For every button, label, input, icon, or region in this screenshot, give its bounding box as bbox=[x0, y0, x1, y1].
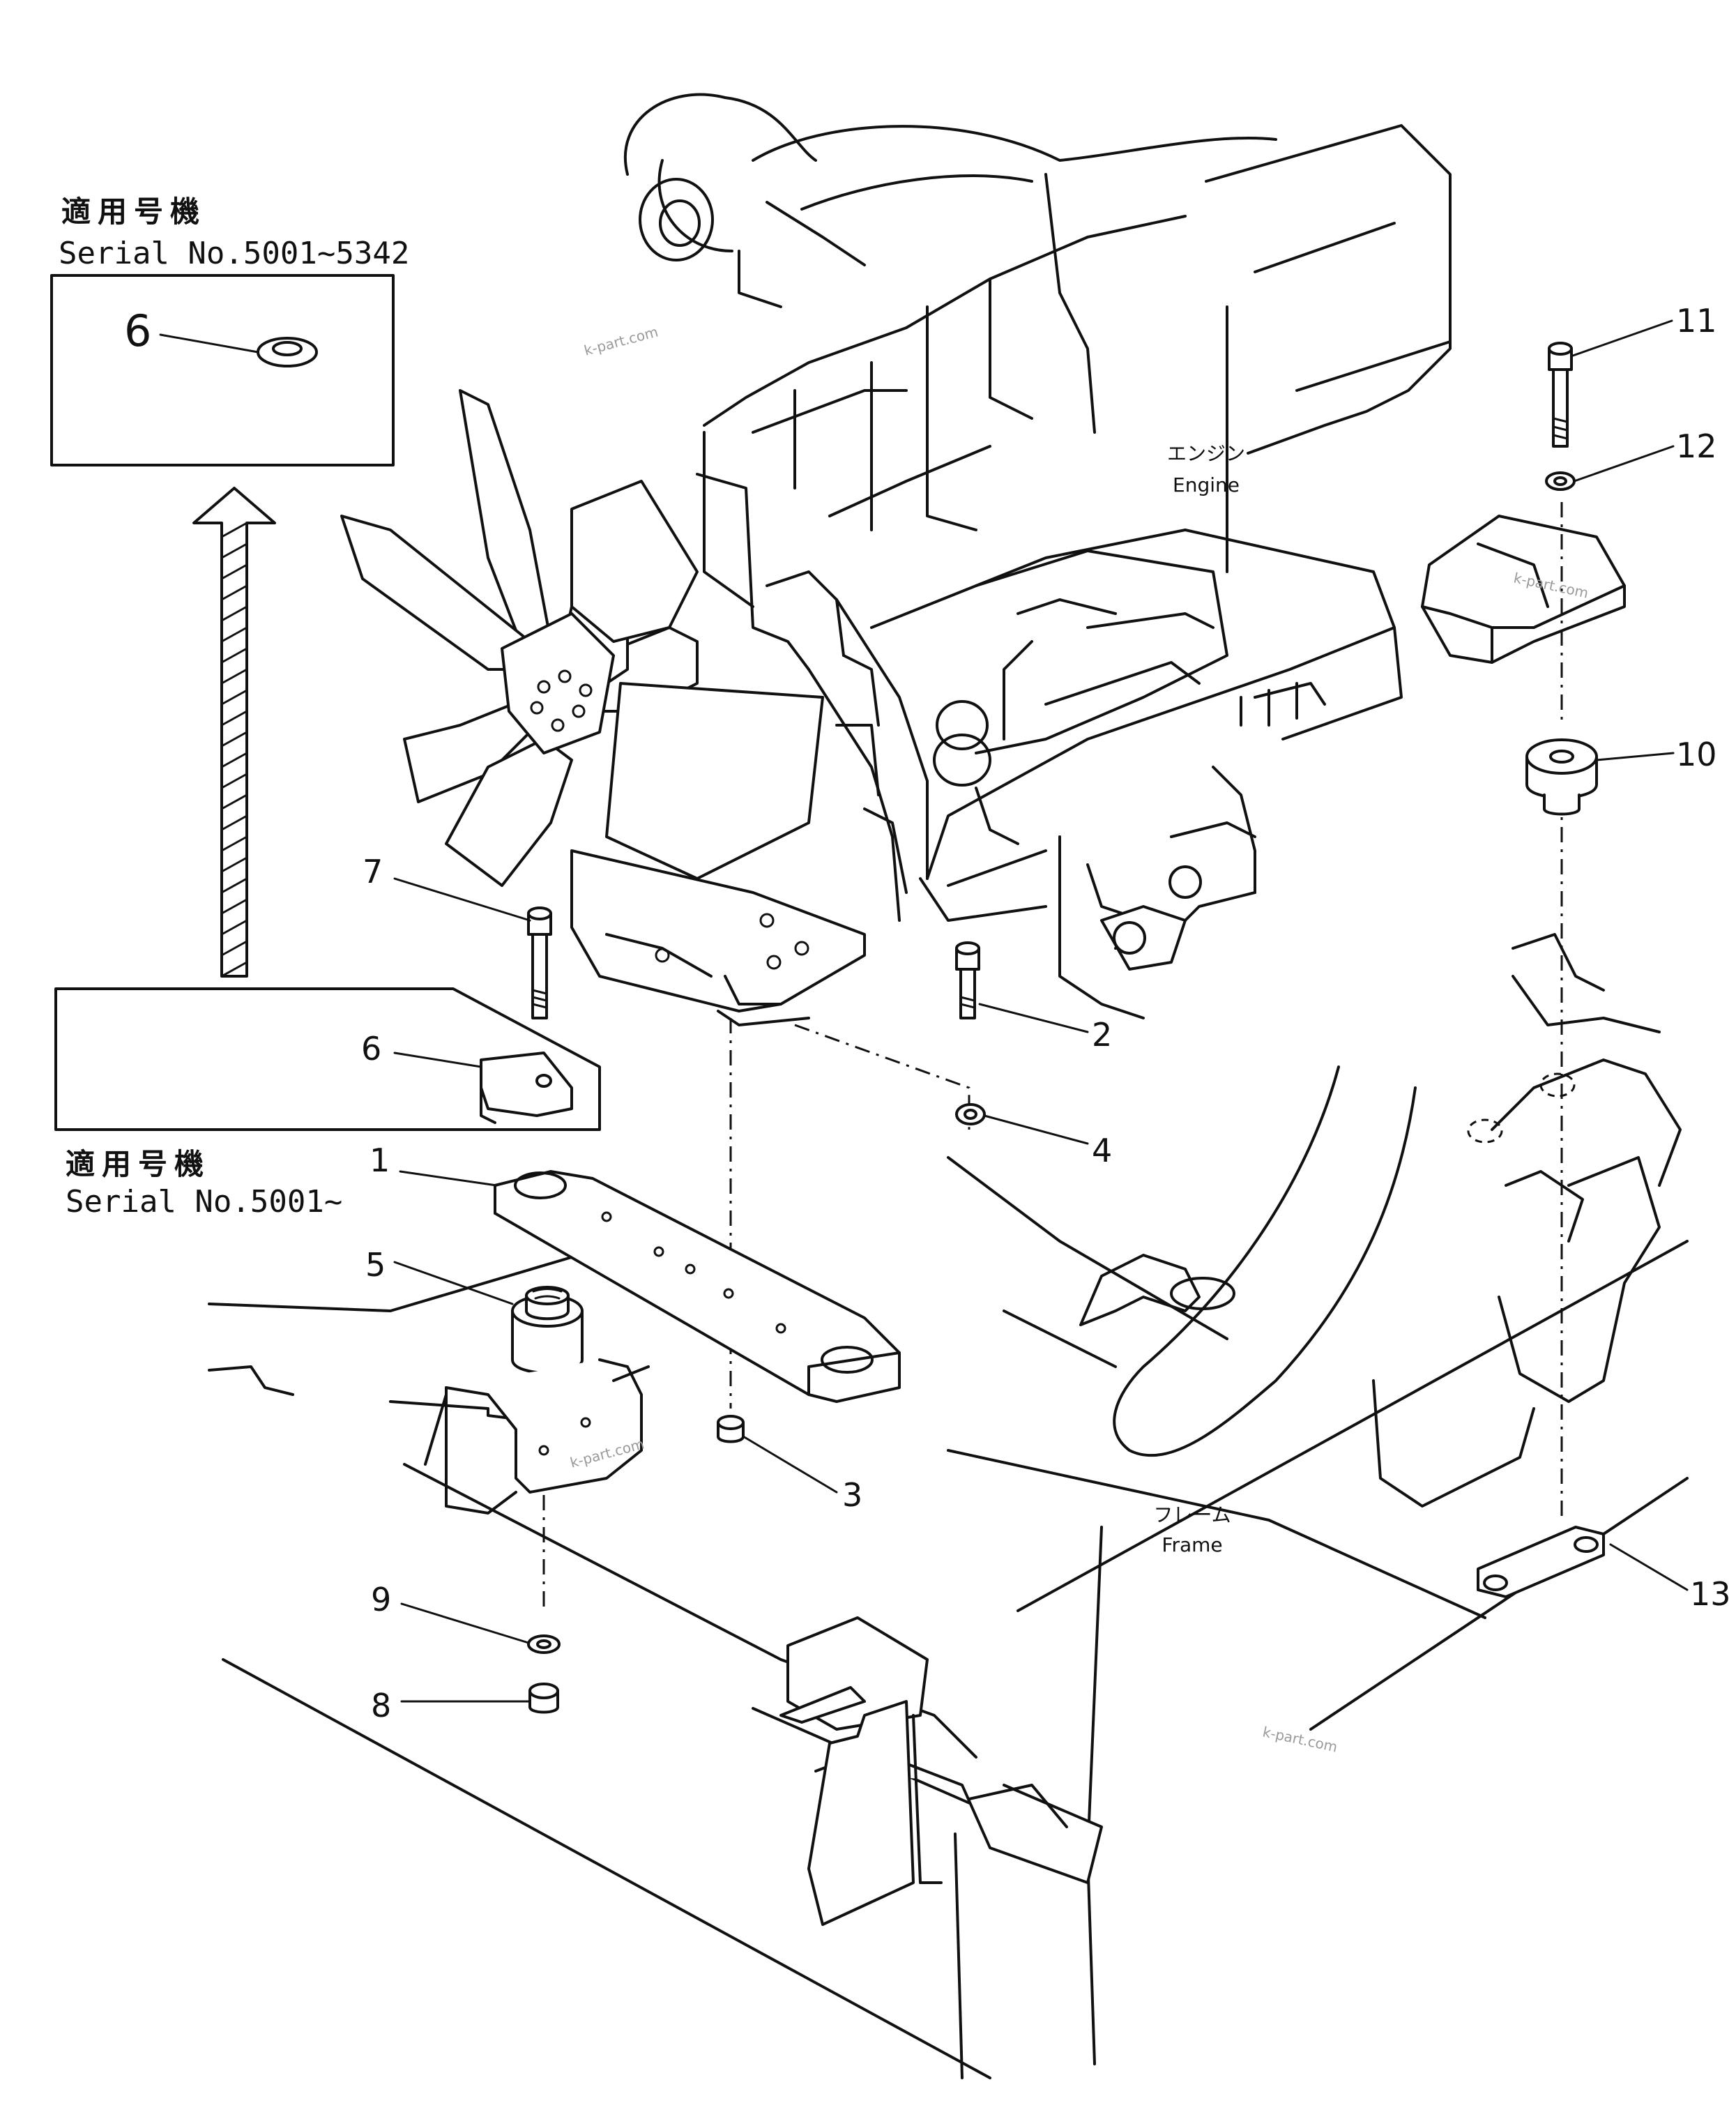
watermark-4: k-part.com bbox=[1261, 1723, 1339, 1755]
callout-2: 2 bbox=[1092, 1016, 1112, 1054]
part-13-plate bbox=[1477, 1526, 1605, 1598]
part-9-washer bbox=[527, 1634, 561, 1654]
callout-1: 1 bbox=[370, 1141, 390, 1179]
frame-outline bbox=[208, 1240, 1689, 2079]
part-12-washer bbox=[1545, 471, 1576, 491]
inset-bottom-serial: Serial No.5001~ bbox=[66, 1184, 342, 1220]
part-4-washer bbox=[955, 1103, 986, 1125]
up-arrow-icon bbox=[192, 487, 276, 978]
engine-label-jp: エンジン bbox=[1167, 442, 1245, 465]
part-7-bolt bbox=[527, 906, 552, 1019]
cooling-fan bbox=[340, 389, 824, 887]
frame-label-en: Frame bbox=[1162, 1533, 1222, 1556]
right-engine-bracket bbox=[1421, 515, 1626, 664]
callout-12: 12 bbox=[1676, 427, 1717, 465]
inset-bottom-part-number: 6 bbox=[361, 1030, 381, 1068]
callout-9: 9 bbox=[371, 1581, 391, 1618]
part-5-rubber-mount bbox=[511, 1286, 584, 1374]
inset-top: 適用号機 Serial No.5001~5342 6 bbox=[50, 195, 409, 466]
inset-top-heading: 適用号機 bbox=[61, 195, 206, 229]
engine-block bbox=[623, 93, 1452, 1019]
frame-curved-member bbox=[947, 933, 1682, 1508]
inset-top-part-number: 6 bbox=[124, 305, 151, 356]
part-8-nut bbox=[528, 1683, 559, 1714]
lower-left-mount-seat bbox=[445, 1358, 650, 1515]
frame-label-jp: フレーム bbox=[1153, 1503, 1231, 1526]
callout-7: 7 bbox=[363, 853, 383, 890]
inset-bottom: 6 適用号機 Serial No.5001~ bbox=[54, 987, 601, 1220]
inset-top-serial: Serial No.5001~5342 bbox=[59, 236, 409, 271]
watermark-1: k-part.com bbox=[582, 323, 660, 358]
callout-10: 10 bbox=[1676, 736, 1717, 773]
leader-lines bbox=[159, 319, 1689, 1703]
part-11-bolt bbox=[1548, 342, 1573, 448]
engine-label-en: Engine bbox=[1173, 473, 1240, 496]
inset-bottom-heading: 適用号機 bbox=[66, 1147, 211, 1181]
part-2-bolt bbox=[955, 941, 980, 1019]
callout-numbers: 1 2 3 4 5 7 8 9 10 11 12 13 bbox=[363, 302, 1731, 1724]
part-3-nut bbox=[717, 1415, 745, 1443]
part-10-cushion bbox=[1525, 738, 1598, 816]
callout-8: 8 bbox=[371, 1687, 391, 1724]
callout-4: 4 bbox=[1092, 1132, 1112, 1169]
callout-11: 11 bbox=[1676, 302, 1717, 340]
callout-3: 3 bbox=[842, 1476, 862, 1514]
callout-13: 13 bbox=[1690, 1575, 1731, 1613]
front-engine-bracket bbox=[570, 849, 866, 1026]
part-1-link-plate bbox=[494, 1170, 901, 1403]
callout-5: 5 bbox=[365, 1246, 386, 1284]
